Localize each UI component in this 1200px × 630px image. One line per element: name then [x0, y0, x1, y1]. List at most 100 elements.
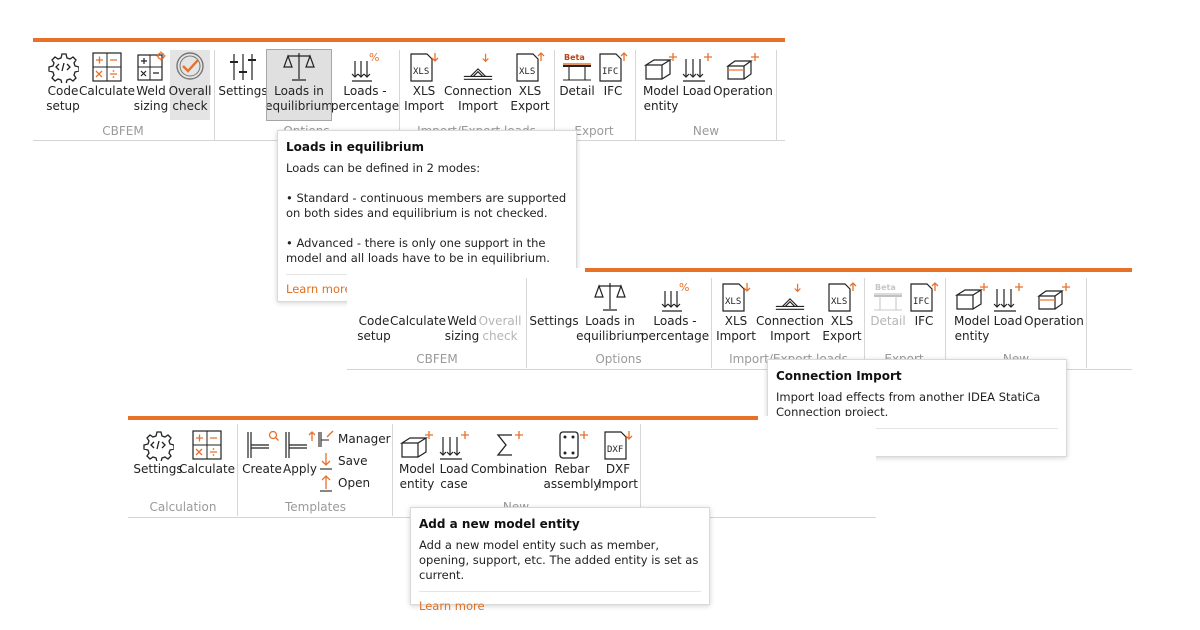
weld-sizing-button[interactable]: Weld sizing: [131, 50, 171, 114]
settings-label: Settings: [133, 462, 183, 476]
connection-import-label-2: Import: [458, 99, 498, 113]
model-entity-icon: [644, 50, 678, 84]
manager-button[interactable]: Manager: [317, 430, 391, 448]
save-label: Save: [338, 454, 368, 468]
connection-import-label-1: Connection: [444, 84, 512, 98]
model-entity-label-1: Model: [953, 314, 991, 328]
code-setup-button[interactable]: Code setup: [356, 314, 392, 344]
detail-label: Detail: [870, 314, 906, 328]
svg-text:XLS: XLS: [413, 67, 429, 77]
check-badge-icon: [173, 50, 207, 84]
loads-in-equilibrium-button[interactable]: Loads in equilibrium: [265, 49, 333, 121]
xls-export-button[interactable]: XLS XLS Export: [508, 50, 552, 114]
apply-template-button[interactable]: Apply: [282, 428, 318, 477]
open-label: Open: [338, 476, 371, 490]
group-title-calculation: Calculation: [149, 500, 217, 514]
detail-button[interactable]: Beta Detail: [558, 50, 596, 99]
model-entity-icon: [400, 428, 434, 462]
operation-button[interactable]: Operation: [1024, 280, 1084, 329]
combination-button[interactable]: Combination: [471, 428, 547, 477]
xls-import-label-2: Import: [716, 329, 756, 343]
xls-import-icon: XLS: [407, 50, 441, 84]
xls-export-button[interactable]: XLS XLS Export: [820, 280, 864, 344]
loads-percentage-button[interactable]: % Loads - percentage: [331, 50, 399, 114]
group-separator: [864, 278, 865, 368]
calculate-button[interactable]: Calculate: [79, 50, 135, 99]
settings-label: Settings: [218, 84, 268, 98]
operation-label: Operation: [713, 84, 773, 98]
sigma-icon: [492, 428, 526, 462]
model-entity-button[interactable]: Model entity: [640, 50, 682, 114]
ifc-export-icon: IFC: [907, 280, 941, 314]
calculate-label: Calculate: [178, 462, 236, 476]
calculate-button[interactable]: Calculate: [390, 314, 446, 329]
settings-button[interactable]: Settings: [529, 314, 579, 329]
ifc-export-button[interactable]: IFC IFC: [906, 280, 942, 329]
rebar-assembly-button[interactable]: Rebar assembly: [544, 428, 601, 492]
code-setup-label-1: Code: [47, 84, 79, 98]
ribbon-accent-bar: [585, 268, 1132, 272]
xls-import-button[interactable]: XLS XLS Import: [714, 280, 758, 344]
group-separator: [711, 278, 712, 368]
code-setup-button[interactable]: Code setup: [42, 50, 84, 114]
connection-import-label-1: Connection: [756, 314, 824, 328]
weld-sizing-icon: [134, 50, 168, 84]
loads-percentage-button[interactable]: % Loads - percentage: [641, 280, 709, 344]
connection-import-icon: [773, 280, 807, 314]
group-separator: [1086, 278, 1087, 368]
svg-text:%: %: [369, 51, 379, 64]
overall-check-button[interactable]: Overall check: [479, 314, 522, 344]
operation-button[interactable]: Operation: [713, 50, 773, 99]
settings-button[interactable]: Settings: [133, 428, 183, 477]
settings-button[interactable]: Settings: [218, 50, 268, 99]
model-entity-button[interactable]: Model entity: [396, 428, 438, 492]
balance-scale-icon: [593, 280, 627, 314]
open-template-button[interactable]: Open: [317, 474, 370, 492]
loads-in-equilibrium-label-1: Loads in: [274, 84, 324, 98]
ifc-export-button[interactable]: IFC IFC: [595, 50, 631, 99]
svg-text:IFC: IFC: [602, 67, 618, 77]
calculate-button[interactable]: Calculate: [178, 428, 236, 477]
xls-export-icon: XLS: [825, 280, 859, 314]
balance-scale-icon: [282, 50, 316, 84]
dxf-import-button[interactable]: DXF DXF Import: [598, 428, 638, 492]
connection-import-button[interactable]: Connection Import: [756, 280, 824, 344]
xls-import-label-2: Import: [404, 99, 444, 113]
learn-more-link[interactable]: Learn more: [286, 282, 352, 296]
tooltip-add-model-entity: Add a new model entity Add a new model e…: [410, 507, 710, 613]
model-entity-button[interactable]: Model entity: [951, 280, 993, 344]
detail-button[interactable]: Beta Detail: [869, 280, 907, 329]
ribbon-connection-duplicate: Code setup Calculate Weld sizing Overall…: [347, 268, 1132, 370]
load-button[interactable]: Load: [992, 280, 1024, 329]
svg-text:Beta: Beta: [875, 283, 896, 292]
xls-export-label-1: XLS: [518, 84, 542, 98]
learn-more-link[interactable]: Learn more: [419, 599, 485, 613]
model-entity-label-1: Model: [398, 462, 436, 476]
overall-check-label-2: check: [172, 99, 208, 113]
create-template-button[interactable]: Create: [242, 428, 282, 477]
connection-import-button[interactable]: Connection Import: [444, 50, 512, 114]
weld-sizing-label-2: sizing: [133, 99, 169, 113]
xls-import-button[interactable]: XLS XLS Import: [402, 50, 446, 114]
tooltip-connection-import: Connection Import Import load effects fr…: [767, 359, 1067, 457]
weld-sizing-button[interactable]: Weld sizing: [444, 314, 480, 344]
tooltip-title: Loads in equilibrium: [286, 140, 425, 154]
load-case-button[interactable]: Load case: [437, 428, 471, 492]
loads-in-equilibrium-button[interactable]: Loads in equilibrium: [576, 280, 644, 344]
xls-import-label-1: XLS: [724, 314, 748, 328]
ribbon-accent-bar: [33, 38, 785, 42]
settings-label: Settings: [529, 314, 579, 328]
tooltip-body: Add a new model entity such as member, o…: [419, 538, 699, 582]
load-label: Load: [682, 84, 712, 98]
overall-check-button[interactable]: Overall check: [169, 50, 211, 120]
save-template-button[interactable]: Save: [317, 452, 367, 470]
model-entity-label-2: entity: [399, 477, 435, 491]
apply-label: Apply: [283, 462, 317, 476]
load-button[interactable]: Load: [681, 50, 713, 99]
ifc-export-icon: IFC: [596, 50, 630, 84]
loads-percentage-label-1: Loads -: [343, 84, 387, 98]
xls-export-label-2: Export: [822, 329, 862, 343]
open-arrow-up-icon: [317, 474, 335, 492]
operation-icon: [726, 50, 760, 84]
detail-label: Detail: [559, 84, 595, 98]
